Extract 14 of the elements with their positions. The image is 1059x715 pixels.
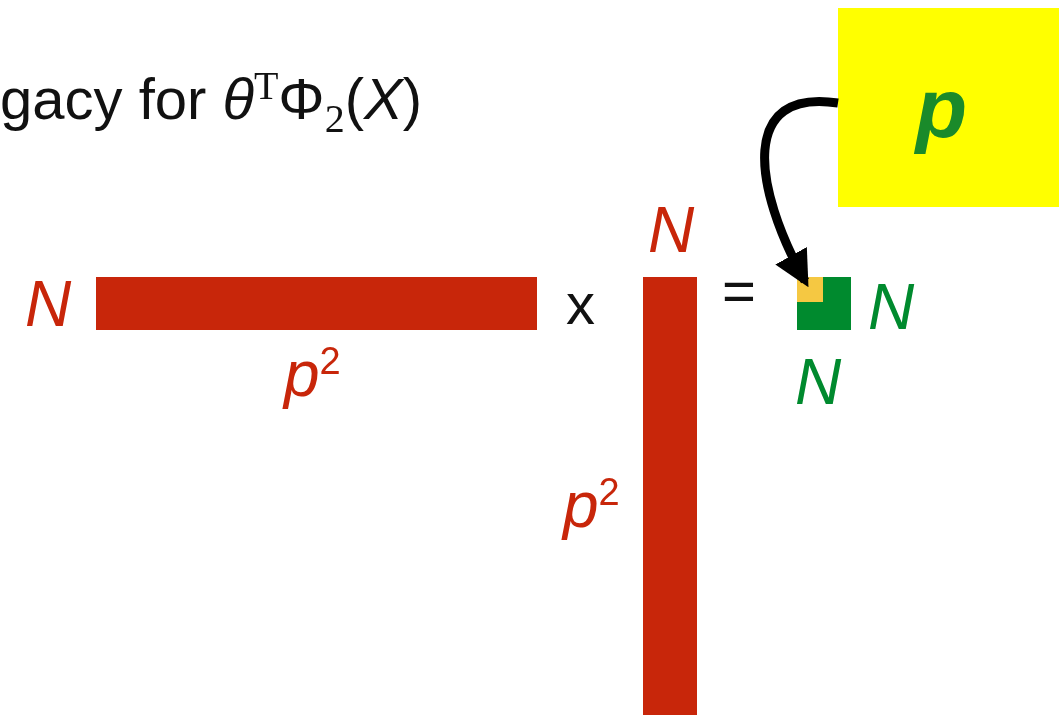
curved-arrow — [760, 97, 839, 288]
dimension-label: N — [868, 275, 915, 339]
dimension-label: p$^{2}$ — [563, 473, 620, 538]
operator-symbol: x — [566, 275, 595, 333]
operator-symbol: = — [722, 262, 756, 320]
title: gacy for θ$^{T}$Φ$_{2}$(X) — [0, 62, 422, 142]
matrix-bar — [643, 277, 697, 715]
dimension-label: N — [25, 272, 72, 336]
matrix-bar — [96, 277, 537, 330]
note-box — [838, 8, 1059, 207]
dimension-label: N — [795, 350, 842, 414]
matrix-square — [797, 277, 851, 330]
dimension-label: N — [648, 198, 695, 262]
dimension-label: p$^{2}$ — [284, 342, 341, 407]
